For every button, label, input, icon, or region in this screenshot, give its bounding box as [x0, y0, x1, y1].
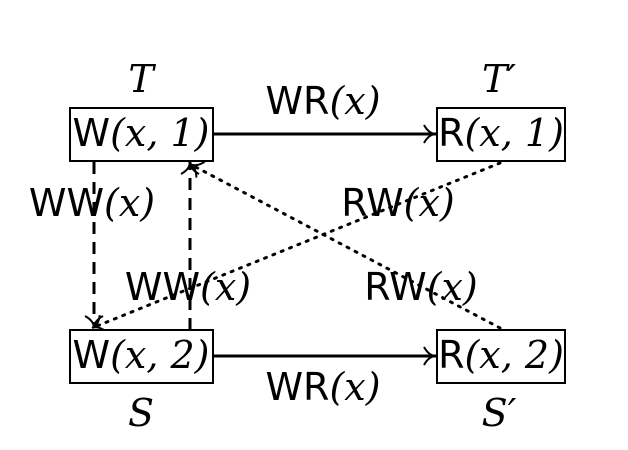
edge-rw-tp-to-s-arrow — [90, 161, 502, 333]
edge-label-wr-bottom: WR(x) — [265, 365, 380, 409]
node-t-prime: R(x, 1) T′ — [436, 57, 566, 162]
node-s-box — [69, 329, 214, 384]
node-t-box — [69, 107, 214, 162]
edge-label-rw-tp-to-s: RW(x) — [341, 181, 455, 225]
edges — [84, 124, 502, 366]
edge-label-rw-sp-to-t: RW(x) — [364, 265, 478, 309]
edge-label-ww-t-to-s: WW(x) — [29, 181, 155, 225]
node-t-operation: W(x, 1) — [73, 111, 210, 155]
node-s-prime: R(x, 2) S′ — [436, 329, 566, 435]
edge-labels: WR(x) WR(x) WW(x) WW(x) RW(x) RW(x) — [29, 79, 478, 409]
node-t-prime-box — [436, 107, 566, 162]
node-t-name: T — [128, 57, 156, 101]
node-s-prime-operation: R(x, 2) — [438, 333, 564, 377]
node-s-prime-box — [436, 329, 566, 384]
node-s: W(x, 2) S — [69, 329, 214, 435]
node-s-prime-name: S′ — [482, 391, 517, 435]
edge-label-ww-s-to-t: WW(x) — [125, 265, 251, 309]
node-t-prime-operation: R(x, 1) — [438, 111, 564, 155]
node-t-prime-name: T′ — [482, 57, 516, 101]
node-t: W(x, 1) T — [69, 57, 214, 162]
node-s-name: S — [128, 391, 154, 435]
node-s-operation: W(x, 2) — [73, 333, 210, 377]
edge-label-wr-top: WR(x) — [265, 79, 380, 123]
